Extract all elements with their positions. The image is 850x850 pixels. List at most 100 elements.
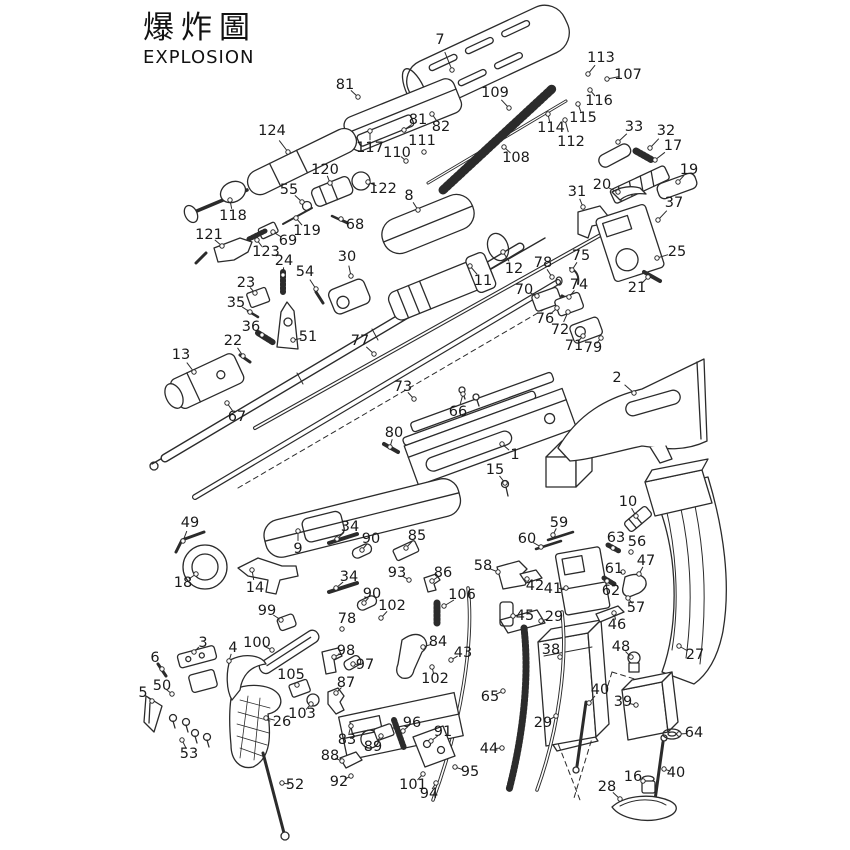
part-hardware-glyph	[534, 293, 540, 299]
mag-spring	[505, 624, 530, 794]
part-label-44-120: 44	[480, 741, 498, 757]
part-hardware-glyph	[633, 513, 639, 519]
part-hardware-glyph	[299, 199, 305, 205]
guide-rod	[575, 700, 588, 768]
part-hardware-glyph	[448, 657, 454, 663]
part-hardware-glyph	[420, 644, 426, 650]
part-hardware-glyph	[293, 215, 299, 221]
part-label-30-34: 30	[338, 249, 356, 265]
part-label-111-14: 111	[408, 133, 436, 149]
part-hardware-glyph	[628, 549, 634, 555]
part-hardware-glyph	[580, 204, 586, 210]
part-label-91-119: 91	[434, 724, 452, 740]
part-hardware-glyph	[193, 571, 199, 577]
part-label-31-24: 31	[568, 184, 586, 200]
part-hardware-glyph	[500, 688, 506, 694]
gasket-plate	[499, 609, 546, 634]
part-hardware-glyph	[278, 617, 284, 623]
part-label-35-45: 35	[227, 295, 245, 311]
part-label-28-129: 28	[598, 779, 616, 795]
part-hardware-glyph	[415, 207, 421, 213]
part-hardware-glyph	[636, 571, 642, 577]
part-hardware-glyph	[348, 773, 354, 779]
part-hardware-glyph	[675, 179, 681, 185]
part-label-82-9: 82	[432, 119, 450, 135]
part-hardware-glyph	[411, 396, 417, 402]
part-label-70-41: 70	[515, 282, 533, 298]
part-hardware-glyph	[429, 664, 435, 670]
title-block: 爆炸圖 EXPLOSION	[143, 10, 257, 68]
part-hardware-glyph	[502, 480, 508, 486]
part-label-75-37: 75	[572, 248, 590, 264]
part-label-103-109: 103	[288, 706, 316, 722]
part-label-13-54: 13	[172, 347, 190, 363]
bracket	[237, 557, 299, 595]
part-label-56-70: 56	[628, 534, 646, 550]
page-title-en: EXPLOSION	[143, 47, 255, 68]
part-hardware-glyph	[566, 294, 572, 300]
part-hardware-glyph	[285, 149, 291, 155]
part-label-71-52: 71	[565, 338, 583, 354]
part-hardware-glyph	[676, 731, 682, 737]
part-label-66-57: 66	[449, 404, 467, 420]
part-label-99-91: 99	[258, 603, 276, 619]
part-hardware-glyph	[501, 144, 507, 150]
part-label-69-31: 69	[279, 233, 297, 249]
part-label-76-46: 76	[536, 311, 554, 327]
part-label-54-39: 54	[296, 264, 314, 280]
diagram-artwork	[143, 4, 727, 841]
part-hardware-glyph	[549, 274, 555, 280]
part-hardware-glyph	[510, 613, 516, 619]
part-label-29-86: 29	[545, 609, 563, 625]
part-hardware-glyph	[359, 547, 365, 553]
part-label-37-26: 37	[665, 195, 683, 211]
part-label-57-88: 57	[627, 600, 645, 616]
part-label-65-107: 65	[481, 689, 499, 705]
part-hardware-glyph	[429, 578, 435, 584]
outer-barrel-tube	[192, 276, 563, 500]
part-label-10-62: 10	[619, 494, 637, 510]
lower-handguard	[263, 478, 462, 558]
part-hardware-glyph	[565, 309, 571, 315]
part-hardware-glyph	[169, 691, 175, 697]
part-label-120-20: 120	[311, 162, 339, 178]
part-label-33-8: 33	[625, 119, 643, 135]
part-label-86-79: 86	[434, 565, 452, 581]
part-label-107-2: 107	[614, 67, 642, 83]
part-label-24-33: 24	[275, 253, 293, 269]
part-hardware-glyph	[676, 643, 682, 649]
part-hardware-glyph	[615, 189, 621, 195]
trigger-guard	[226, 654, 267, 701]
part-label-19-19: 19	[680, 162, 698, 178]
part-hardware-glyph	[348, 273, 354, 279]
screw-set	[168, 713, 212, 748]
part-label-73-56: 73	[394, 379, 412, 395]
part-label-81-7: 81	[409, 112, 427, 128]
gas-cylinder	[387, 252, 497, 321]
pin	[546, 530, 575, 542]
part-hardware-glyph	[610, 545, 616, 551]
part-label-17-18: 17	[664, 138, 682, 154]
part-label-100-93: 100	[243, 635, 271, 651]
part-label-88-115: 88	[321, 748, 339, 764]
small-spring	[632, 147, 656, 164]
part-hardware-glyph	[538, 618, 544, 624]
part-label-63-69: 63	[607, 530, 625, 546]
part-label-118-27: 118	[219, 208, 247, 224]
part-hardware-glyph	[500, 249, 506, 255]
part-hardware-glyph	[333, 690, 339, 696]
part-label-48-110: 48	[612, 639, 630, 655]
part-hardware-glyph	[654, 255, 660, 261]
part-label-98-96: 98	[337, 643, 355, 659]
part-label-25-38: 25	[668, 244, 686, 260]
part-label-14-76: 14	[246, 580, 264, 596]
part-label-89-117: 89	[364, 739, 382, 755]
bracket	[188, 668, 218, 694]
small-lever	[595, 605, 625, 623]
part-label-5-103: 5	[138, 685, 147, 701]
part-hardware-glyph	[294, 682, 300, 688]
part-hardware-glyph	[247, 309, 253, 315]
part-hardware-glyph	[269, 647, 275, 653]
part-label-108-17: 108	[502, 150, 530, 166]
part-hardware-glyph	[252, 290, 258, 296]
